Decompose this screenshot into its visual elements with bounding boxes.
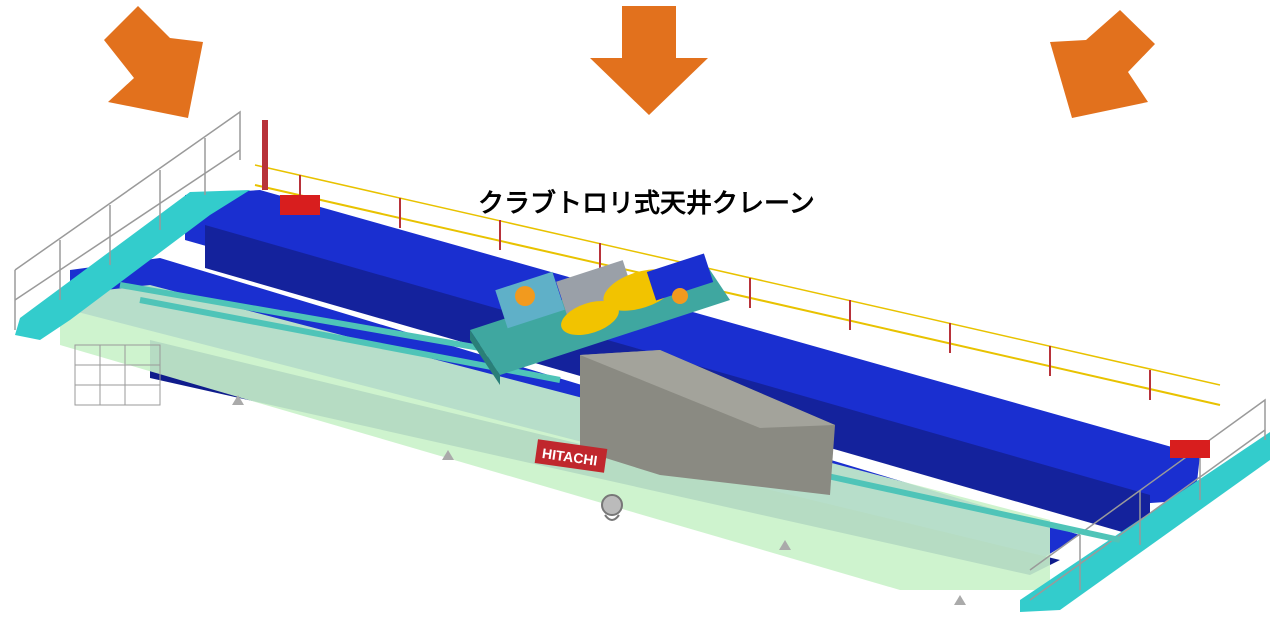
end-carriage-left: [15, 190, 250, 340]
lamps: [232, 395, 966, 605]
arrow-down-icon: [590, 6, 708, 115]
trolley-cabin: [580, 350, 835, 495]
walkway: [60, 285, 1050, 590]
walkway-cage: [74, 344, 161, 406]
hook-block: [601, 494, 623, 521]
brand-plate: HITACHI: [534, 439, 608, 473]
brand-plate-text: HITACHI: [541, 445, 598, 469]
far-girder: [185, 190, 1200, 505]
far-railing: [254, 120, 1221, 458]
arrow-down-right-icon: [104, 6, 203, 118]
arrow-down-left-icon: [1050, 10, 1155, 118]
end-carriage-right: [1020, 432, 1270, 612]
railing-left: [14, 110, 241, 330]
page-title: クラブトロリ式天井クレーン: [478, 189, 815, 219]
trolley-machinery: [495, 253, 714, 336]
